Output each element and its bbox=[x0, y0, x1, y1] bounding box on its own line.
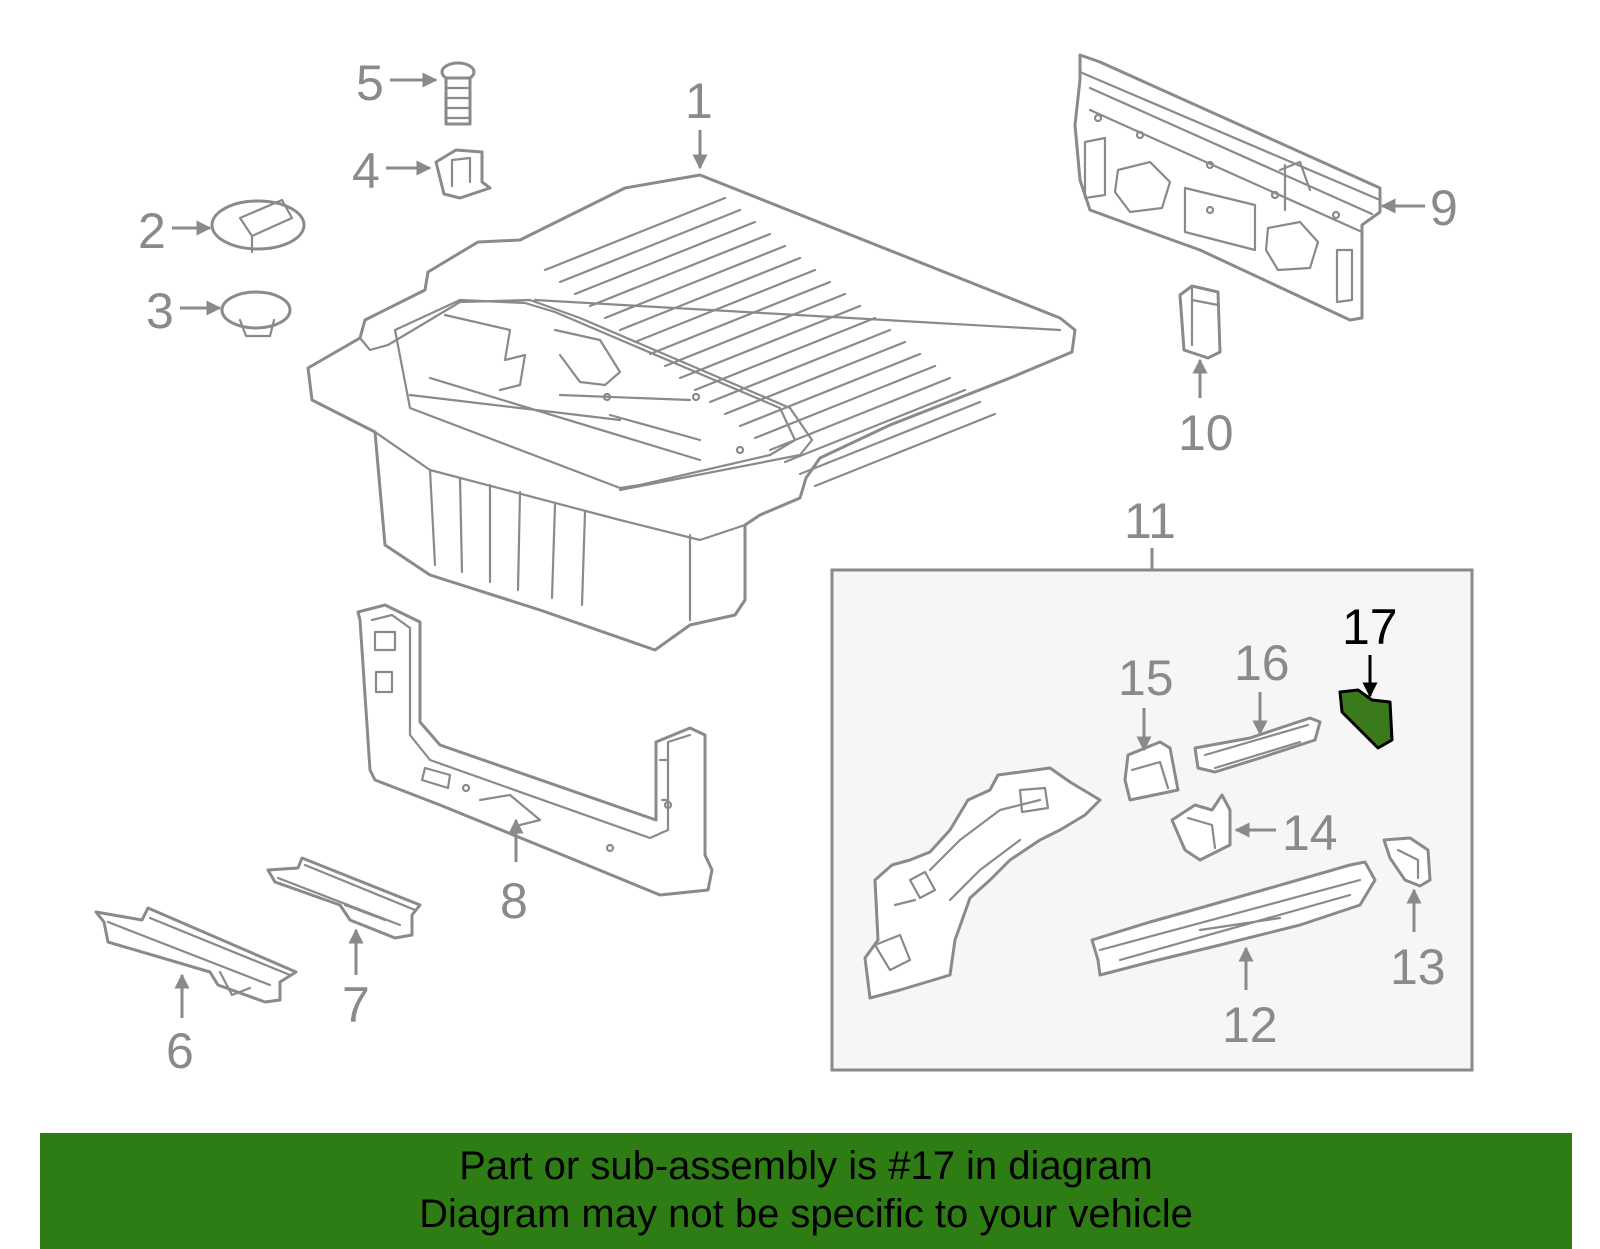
part-8-frame bbox=[356, 603, 714, 897]
callout-10: 10 bbox=[1178, 405, 1234, 461]
callout-17: 17 bbox=[1342, 599, 1398, 655]
callout-4: 4 bbox=[352, 143, 380, 199]
callout-8: 8 bbox=[500, 873, 528, 929]
part-6-crossmember bbox=[94, 906, 298, 1004]
part-9-rear-panel bbox=[1073, 53, 1382, 322]
part-14-bracket bbox=[1170, 793, 1232, 862]
part-1-floor-pan bbox=[306, 173, 1077, 652]
callout-2: 2 bbox=[138, 203, 166, 259]
callout-14: 14 bbox=[1282, 805, 1338, 861]
part-5-bolt bbox=[440, 61, 476, 126]
callout-12: 12 bbox=[1222, 997, 1278, 1053]
part-7-crossmember bbox=[266, 856, 422, 940]
callout-1: 1 bbox=[685, 73, 713, 129]
part-13-bracket bbox=[1382, 836, 1432, 888]
part-15-bracket bbox=[1123, 740, 1180, 802]
callout-6: 6 bbox=[166, 1023, 194, 1079]
banner-line-part-number: Part or sub-assembly is #17 in diagram bbox=[459, 1144, 1153, 1188]
callout-11: 11 bbox=[1124, 493, 1176, 549]
part-4-bracket bbox=[434, 148, 492, 200]
callout-13: 13 bbox=[1390, 939, 1446, 995]
callout-7: 7 bbox=[342, 977, 370, 1033]
callout-16: 16 bbox=[1234, 635, 1290, 691]
part-3-grommet bbox=[220, 290, 292, 338]
part-10-block bbox=[1178, 284, 1222, 360]
callout-5: 5 bbox=[356, 55, 384, 111]
part-2-cap bbox=[210, 198, 306, 254]
part-11-wheelhouse bbox=[863, 766, 1102, 1000]
info-banner: Part or sub-assembly is #17 in diagram D… bbox=[40, 1133, 1572, 1249]
callout-3: 3 bbox=[146, 283, 174, 339]
part-16-bracket bbox=[1193, 716, 1322, 774]
banner-line-disclaimer: Diagram may not be specific to your vehi… bbox=[419, 1192, 1193, 1236]
callout-9: 9 bbox=[1430, 180, 1458, 236]
part-12-rail bbox=[1090, 860, 1377, 977]
callout-15: 15 bbox=[1118, 650, 1174, 706]
